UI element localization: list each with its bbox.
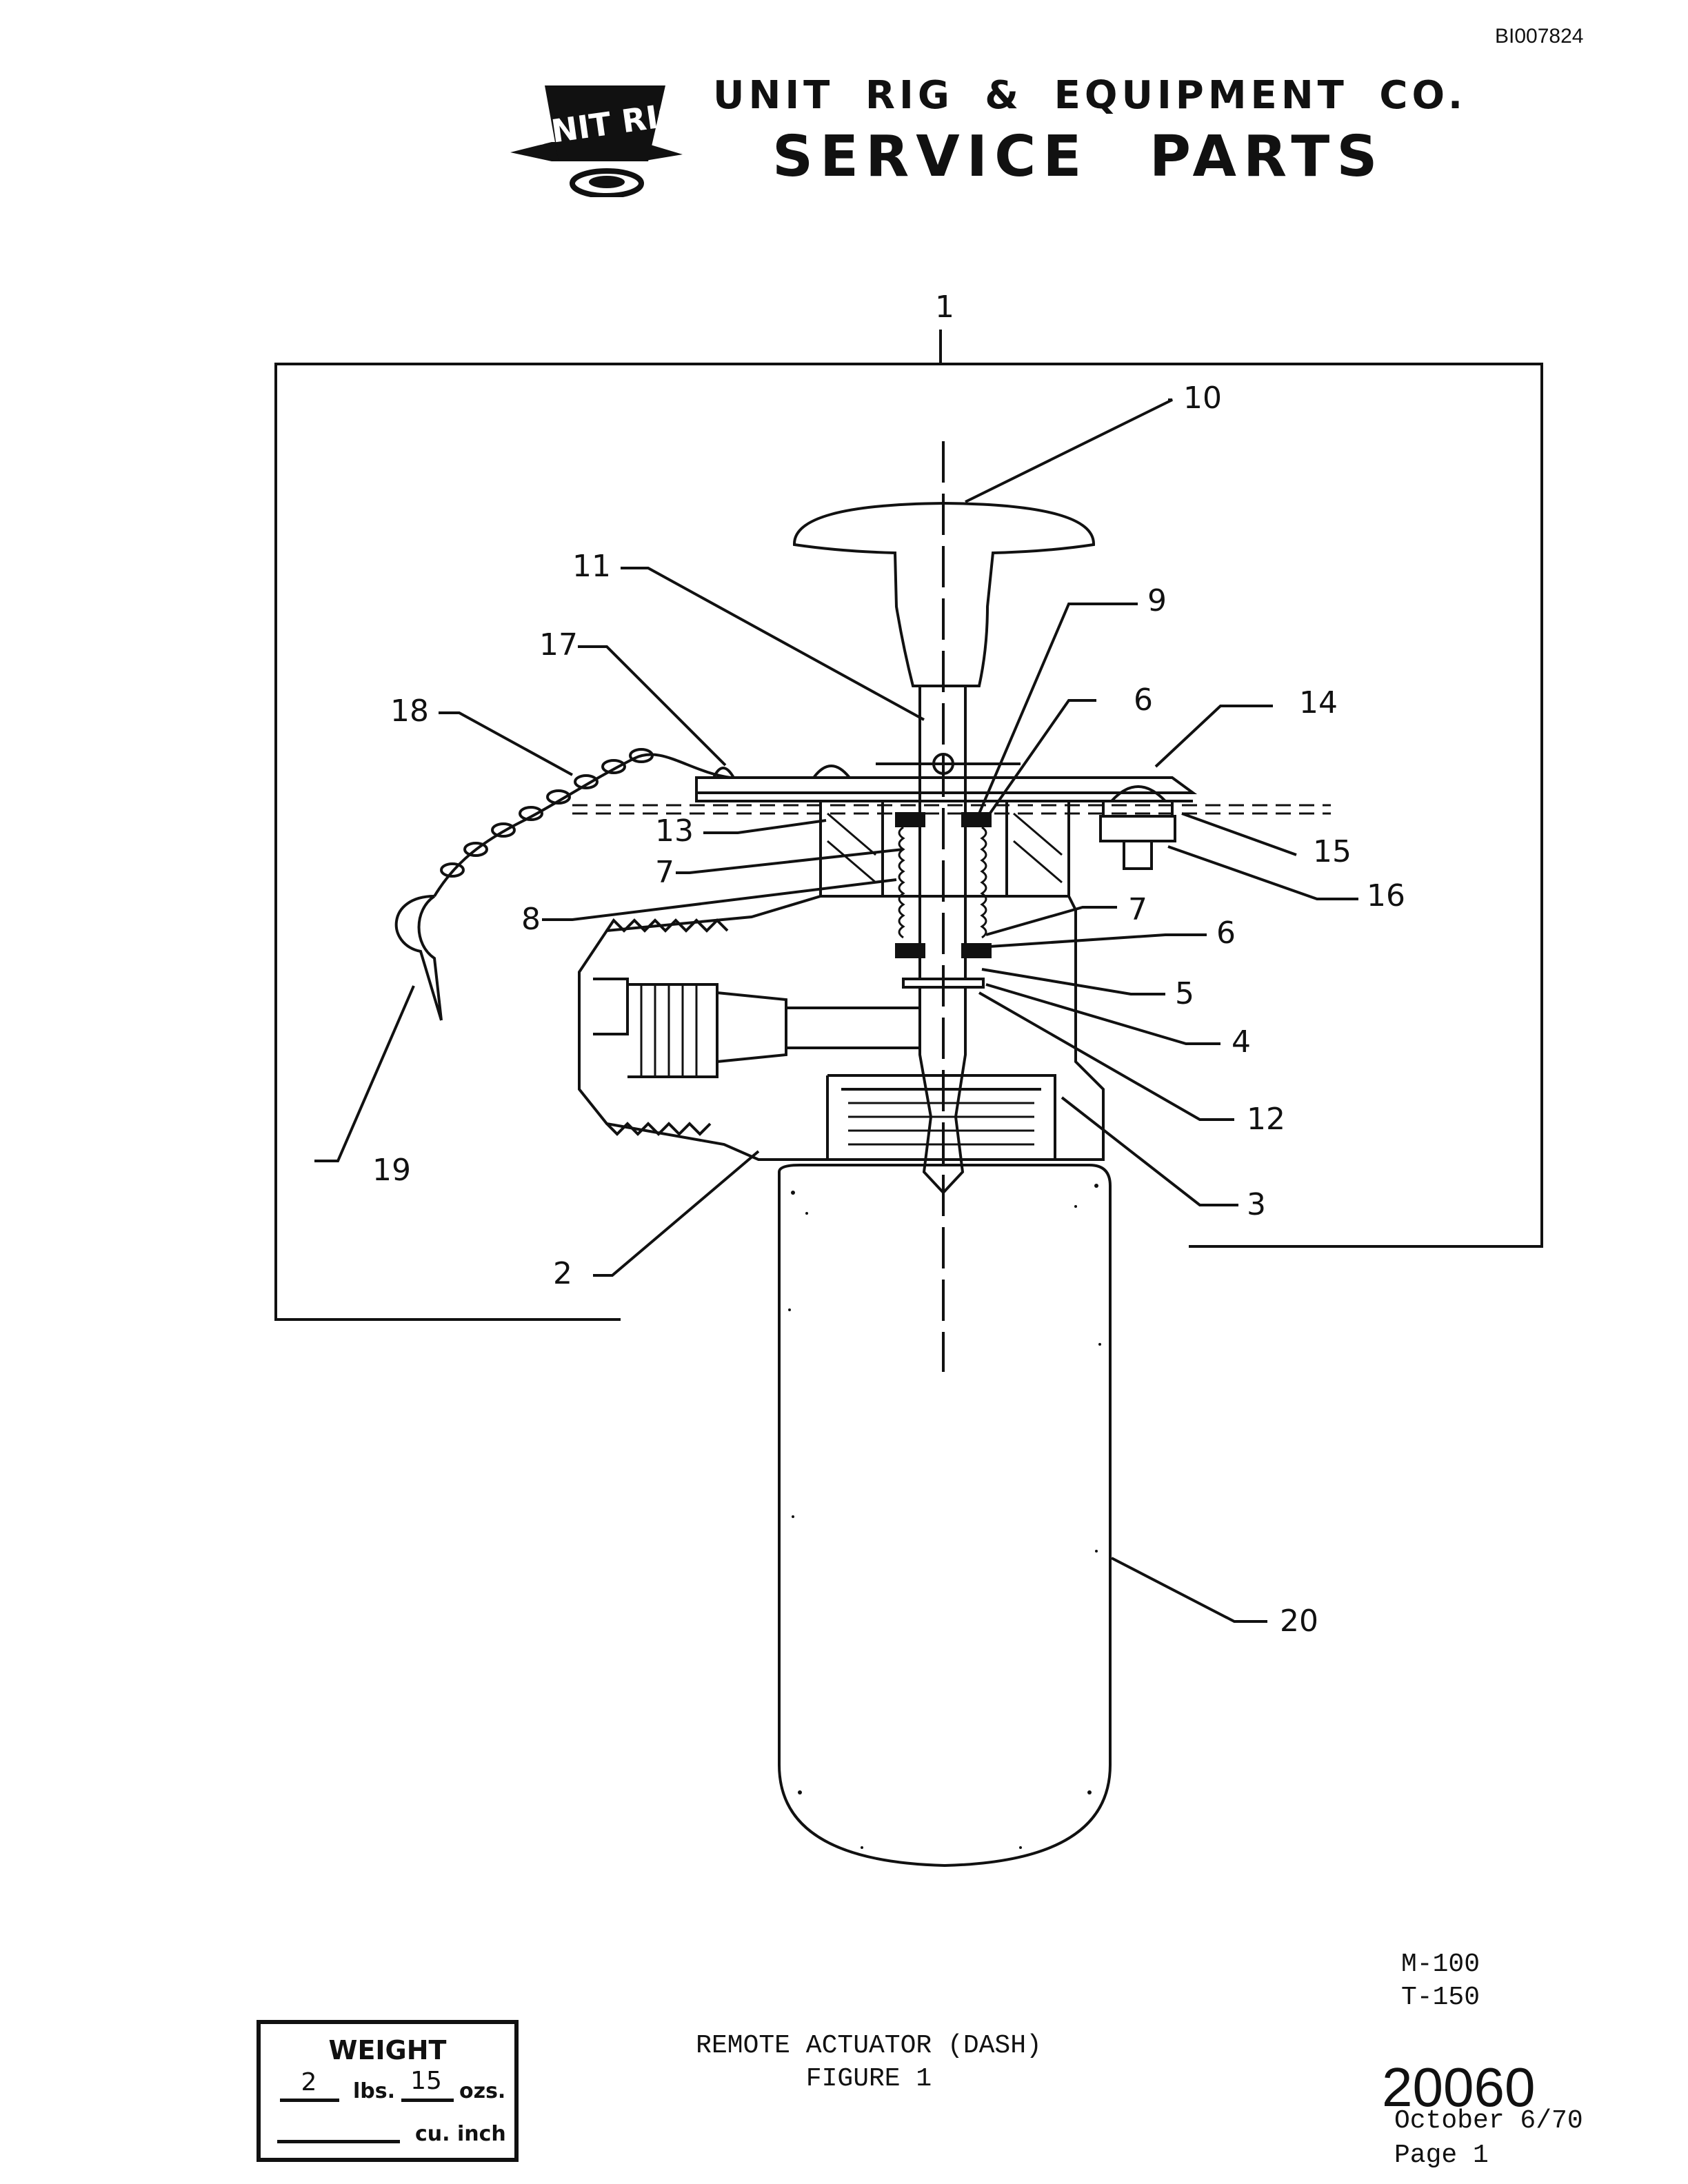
callout-12: 12 (1247, 1102, 1285, 1137)
section-title: SERVICE PARTS (772, 124, 1385, 190)
weight-lbs-unit: lbs. (353, 2079, 396, 2103)
callout-4: 4 (1232, 1024, 1251, 1060)
weight-title: WEIGHT (328, 2035, 447, 2065)
figure-caption: REMOTE ACTUATOR (DASH) FIGURE 1 (676, 2030, 1062, 2096)
model-t150: T-150 (1401, 1983, 1480, 2012)
callout-9: 9 (1147, 583, 1167, 618)
unit-rig-logo-icon: UNIT RIG (510, 80, 686, 199)
weight-lbs-value: 2 (301, 2068, 317, 2096)
revision-date-block: October 6/70 Page 1 (1394, 2104, 1583, 2173)
callout-5: 5 (1175, 976, 1194, 1011)
page-number: Page 1 (1394, 2141, 1489, 2170)
callout-13: 13 (655, 813, 694, 849)
model-list: M-100 T-150 (1401, 1948, 1480, 2014)
weight-volume-unit: cu. inch (415, 2122, 506, 2146)
callout-8: 8 (521, 902, 541, 937)
weight-ozs-unit: ozs. (459, 2079, 506, 2103)
callout-7-lower: 7 (1128, 892, 1147, 927)
weight-box: WEIGHT 2 lbs. 15 ozs. cu. inch (257, 2020, 519, 2162)
weight-ozs-underline (401, 2099, 454, 2102)
caption-figure: FIGURE 1 (805, 2064, 932, 2094)
callout-2: 2 (553, 1256, 572, 1291)
callout-16: 16 (1367, 878, 1405, 913)
callout-20: 20 (1280, 1604, 1318, 1639)
callout-15: 15 (1313, 834, 1352, 869)
weight-volume-underline (277, 2140, 400, 2143)
callout-17: 17 (539, 627, 578, 663)
revision-date: October 6/70 (1394, 2106, 1583, 2136)
callout-10: 10 (1183, 381, 1222, 416)
model-m100: M-100 (1401, 1950, 1480, 1979)
document-id: BI007824 (1495, 25, 1584, 48)
weight-ozs-value: 15 (410, 2067, 442, 2095)
callout-1: 1 (935, 290, 954, 325)
callout-11: 11 (572, 549, 611, 584)
callout-19: 19 (372, 1153, 411, 1188)
callout-18: 18 (390, 694, 429, 729)
callout-6-lower: 6 (1216, 916, 1236, 951)
callout-7-upper: 7 (655, 855, 674, 890)
callout-3: 3 (1247, 1187, 1266, 1222)
callout-14: 14 (1299, 685, 1338, 720)
company-name: UNIT RIG & EQUIPMENT CO. (713, 73, 1467, 118)
weight-lbs-underline (280, 2099, 339, 2102)
part-number: 20060 (1382, 2056, 1536, 2118)
caption-title: REMOTE ACTUATOR (DASH) (696, 2031, 1042, 2061)
callout-6-upper: 6 (1134, 682, 1153, 718)
